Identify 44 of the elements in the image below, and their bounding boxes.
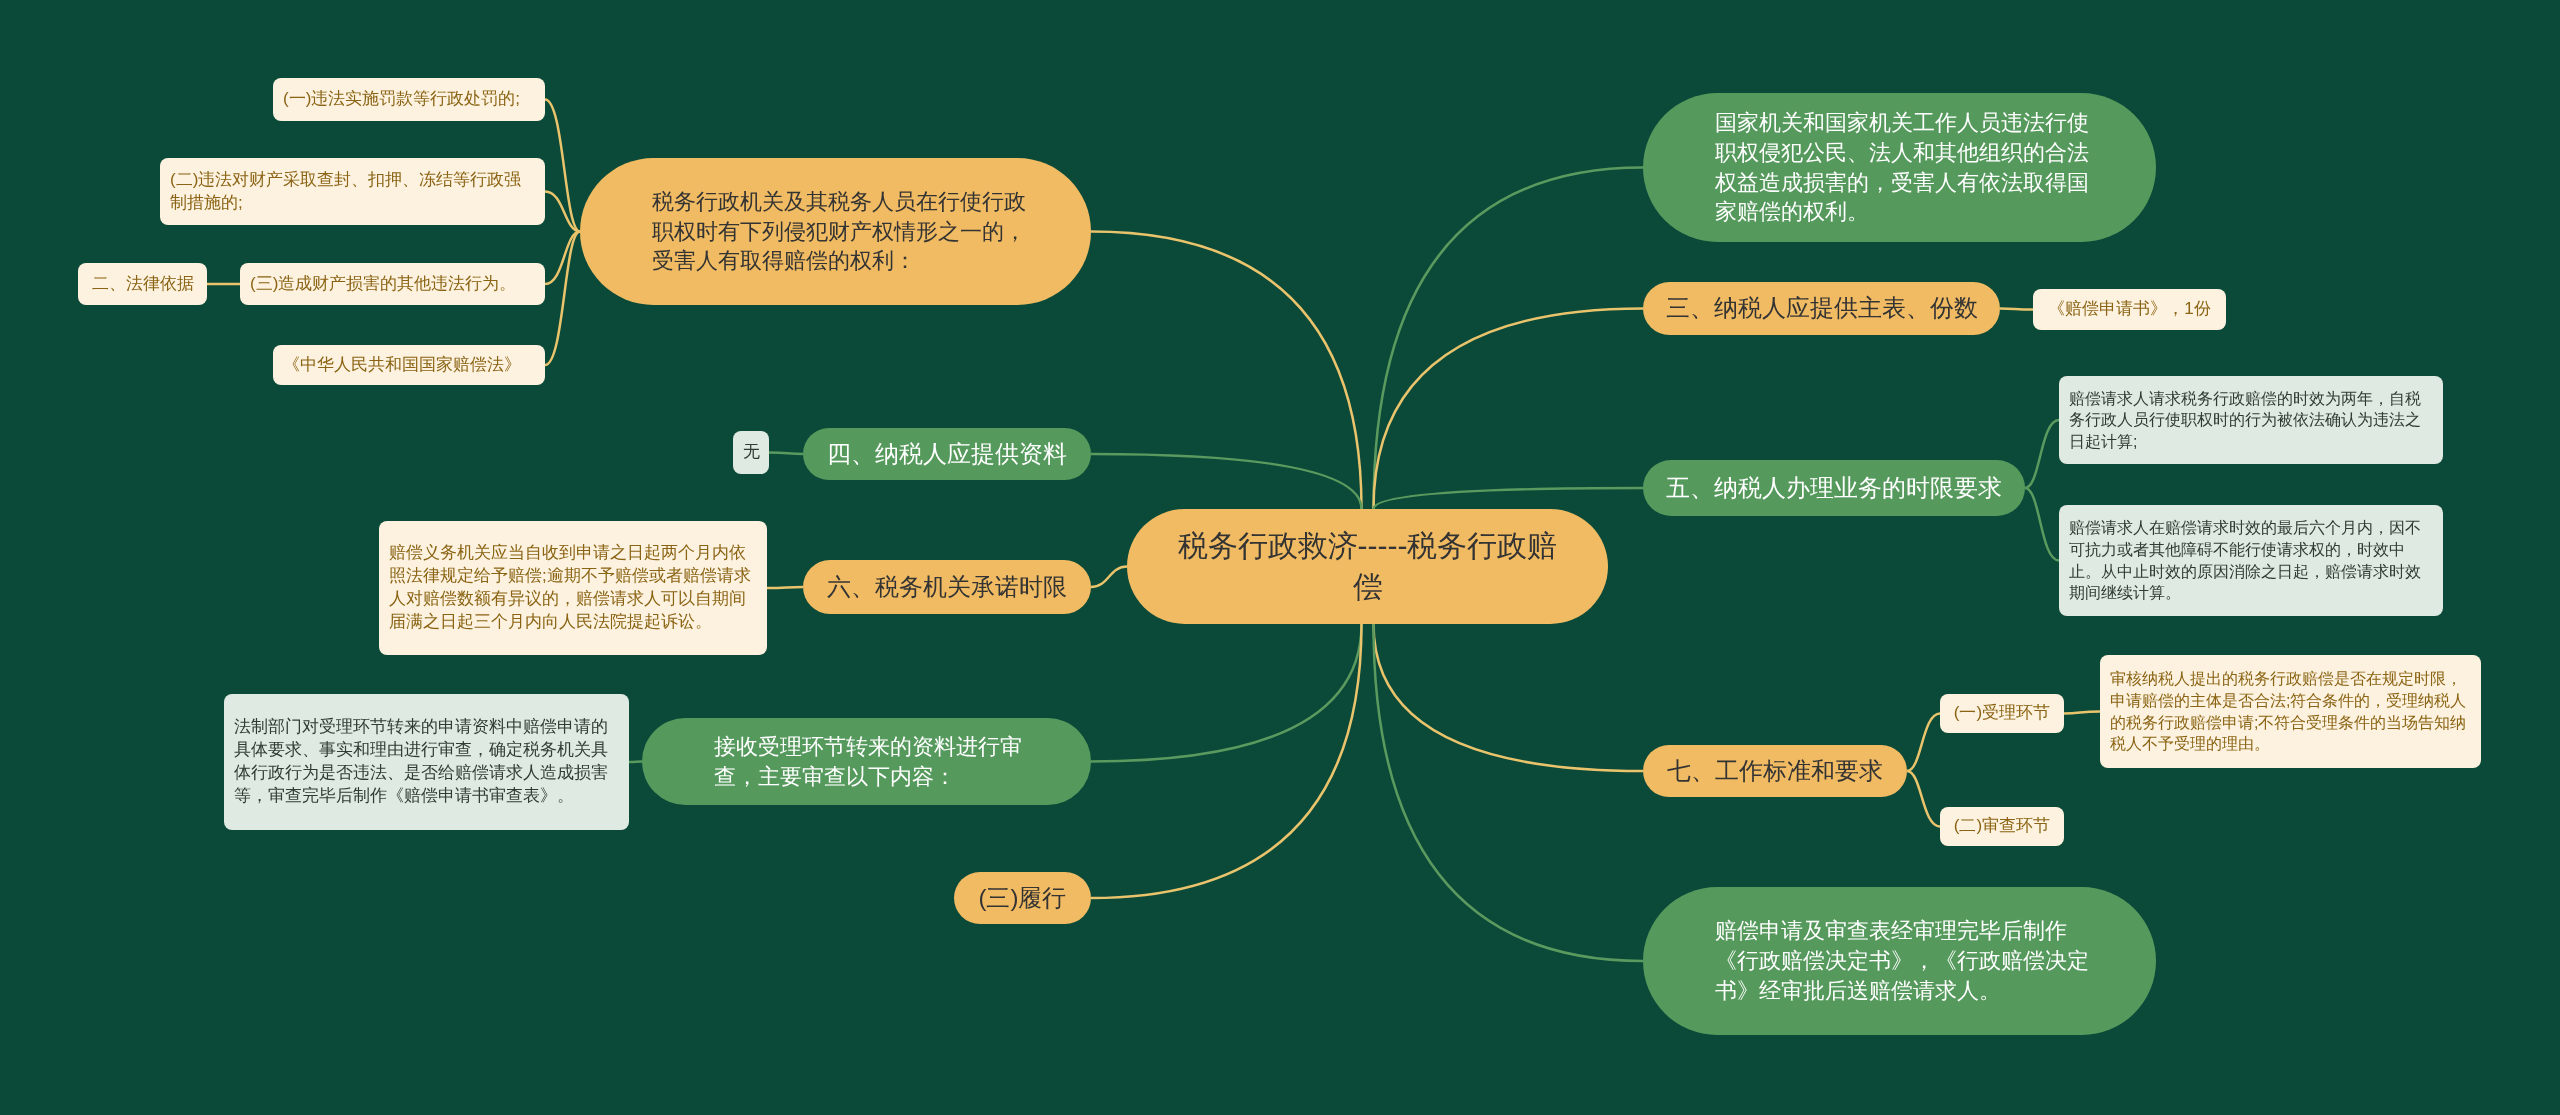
note-box: 法制部门对受理环节转来的申请资料中赔偿申请的具体要求、事实和理由进行审查，确定税务机关具体行政行为是否违法、是否给赔偿请求人造成损害等，审查完毕后制作《赔偿申请书审查表》。 <box>224 694 629 830</box>
note-box: 《中华人民共和国国家赔偿法》 <box>273 345 545 385</box>
connector-line <box>1906 769 1941 828</box>
connector-line <box>1372 623 1644 963</box>
connector-line <box>544 190 581 233</box>
topic-pill: 赔偿申请及审查表经审理完毕后制作《行政赔偿决定书》，《行政赔偿决定书》经审批后送赔偿请求人。 <box>1643 887 2156 1035</box>
topic-pill: 六、税务机关承诺时限 <box>803 560 1091 614</box>
note-box: 赔偿请求人请求税务行政赔偿的时效为两年，自税务行政人员行使职权时的行为被依法确认为违法之日起计算; <box>2059 376 2443 464</box>
note-box: (二)审查环节 <box>1940 807 2064 846</box>
connector-line <box>1090 565 1128 589</box>
note-box: 《赔偿申请书》，1份 <box>2033 289 2226 330</box>
topic-pill: 国家机关和国家机关工作人员违法行使职权侵犯公民、法人和其他组织的合法权益造成损害的，受害人有依法取得国家赔偿的权利。 <box>1643 93 2156 242</box>
topic-pill: 五、纳税人办理业务的时限要求 <box>1643 460 2025 516</box>
topic-pill: (三)履行 <box>954 872 1091 924</box>
connector-line <box>1372 486 1643 510</box>
central-topic: 税务行政救济-----税务行政赔偿 <box>1127 509 1608 624</box>
connector-line <box>544 98 581 233</box>
connector-line <box>544 230 581 367</box>
connector-line <box>1372 307 1644 510</box>
connector-line <box>1091 452 1363 510</box>
connector-line <box>2024 486 2060 562</box>
topic-pill: 四、纳税人应提供资料 <box>803 428 1091 480</box>
note-box: 审核纳税人提出的税务行政赔偿是否在规定时限，申请赔偿的主体是否合法;符合条件的，受理纳税人的税务行政赔偿申请;不符合受理条件的当场告知纳税人不予受理的理由。 <box>2100 655 2481 768</box>
connector-line <box>1090 623 1363 900</box>
topic-pill: 三、纳税人应提供主表、份数 <box>1643 282 2000 335</box>
connector-line <box>767 585 803 590</box>
connector-line <box>2000 307 2033 311</box>
topic-pill: 接收受理环节转来的资料进行审查，主要审查以下内容： <box>642 718 1091 805</box>
note-box: 无 <box>733 431 769 474</box>
connector-line <box>769 451 803 456</box>
note-box: 二、法律依据 <box>78 263 207 305</box>
connector-line <box>2064 710 2100 715</box>
topic-pill: 七、工作标准和要求 <box>1643 745 1907 797</box>
note-box: (一)违法实施罚款等行政处罚的; <box>273 78 545 121</box>
note-box: (三)造成财产损害的其他违法行为。 <box>240 263 545 305</box>
note-box: (二)违法对财产采取查封、扣押、冻结等行政强制措施的; <box>160 158 545 225</box>
note-box: (一)受理环节 <box>1940 694 2064 733</box>
note-box: 赔偿义务机关应当自收到申请之日起两个月内依照法律规定给予赔偿;逾期不予赔偿或者赔偿请求人对赔偿数额有异议的，赔偿请求人可以自期间届满之日起三个月内向人民法院提起诉讼。 <box>379 521 767 655</box>
connector-line <box>2024 418 2060 490</box>
connector-line <box>207 282 240 286</box>
note-box: 赔偿请求人在赔偿请求时效的最后六个月内，因不可抗力或者其他障碍不能行使请求权的，时效中止。从中止时效的原因消除之日起，赔偿请求时效期间继续计算。 <box>2059 505 2443 616</box>
topic-pill: 税务行政机关及其税务人员在行使行政职权时有下列侵犯财产权情形之一的，受害人有取得赔偿的权利： <box>580 158 1091 305</box>
connector-line <box>1906 712 1941 773</box>
connector-line <box>629 760 642 764</box>
